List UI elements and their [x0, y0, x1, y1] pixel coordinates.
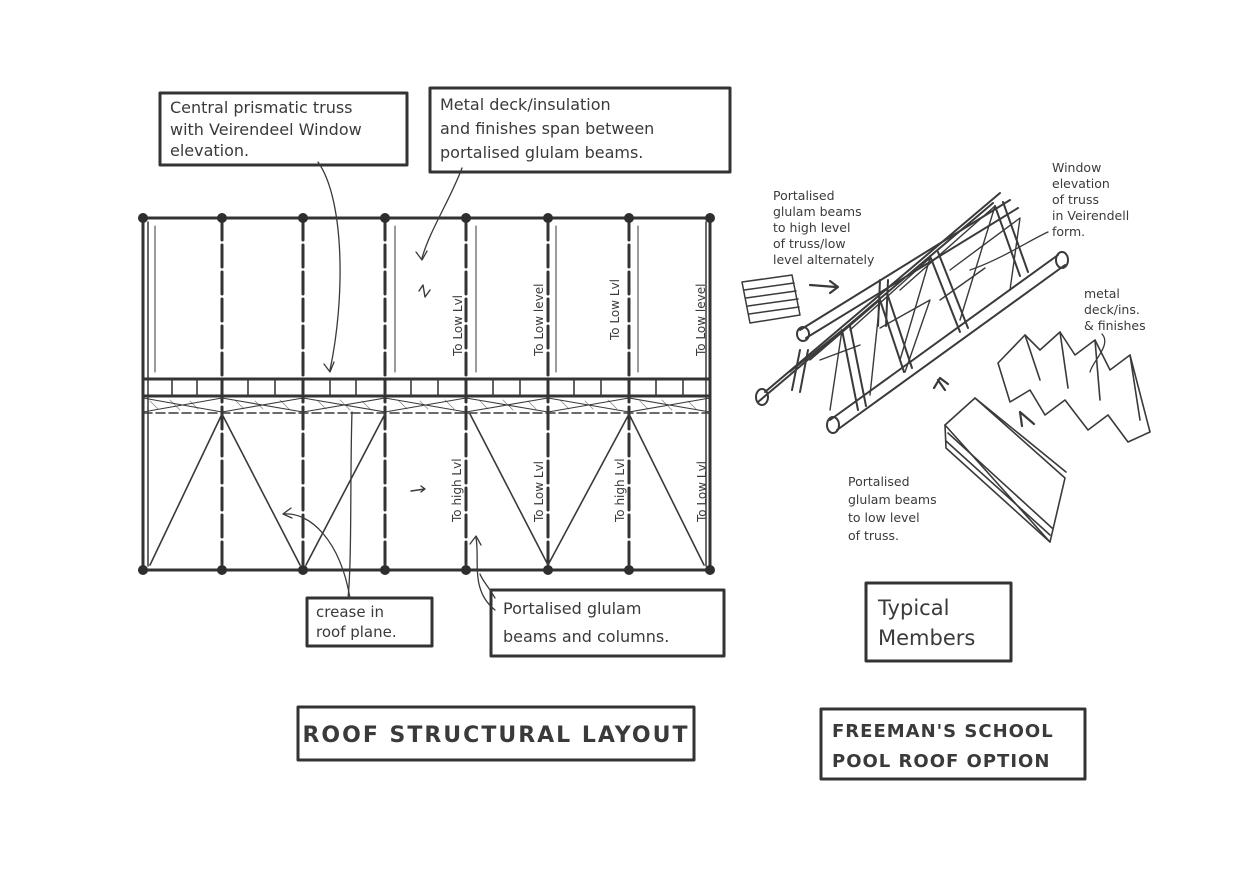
column-markers: [138, 213, 715, 575]
project-title-line-1: FREEMAN'S SCHOOL: [832, 721, 1054, 742]
svg-text:Window elevation o: Window elevation of truss in Veirendell …: [1052, 160, 1133, 239]
member-upper-beams-line-1: Portalised: [773, 188, 835, 203]
portal-beam-lines: [147, 216, 707, 572]
member-window-line-4: in Veirendell: [1052, 208, 1129, 223]
bay-note-lower-2: To Low Lvl: [532, 461, 546, 523]
upper-bay-lines: [154, 225, 639, 373]
member-lower-beams-line-4: of truss.: [848, 528, 899, 543]
leader-window-elevation: [969, 231, 1049, 271]
svg-text:Central prismatic truss: Central prismatic truss with Veirendeel …: [170, 98, 367, 160]
project-title-line-2: POOL ROOF OPTION: [832, 751, 1050, 772]
callout-crease-line-1: crease in: [316, 603, 384, 621]
bay-note-lower-3: To high Lvl: [613, 458, 627, 523]
callout-portalised: Portalised glulam beams and columns.: [469, 535, 726, 658]
svg-text:Typical Members: Typical Members: [877, 596, 975, 650]
svg-text:Portalised glulam beams: Portalised glulam beams to high level of…: [773, 188, 875, 267]
bay-note-upper-4: To Low level: [694, 284, 708, 357]
leader-central-truss: [317, 161, 341, 371]
callout-metal-deck-line-3: portalised glulam beams.: [440, 143, 643, 162]
bay-note-lower-4: To Low Lvl: [695, 461, 709, 523]
svg-text:Portalised glulam beams: Portalised glulam beams to low level of …: [848, 474, 941, 543]
member-upper-beams-line-3: to high level: [773, 220, 850, 235]
plan-title: ROOF STRUCTURAL LAYOUT: [302, 723, 689, 748]
metal-deck-profile: [997, 331, 1151, 443]
roof-plan: [138, 213, 715, 575]
member-upper-beams-line-4: of truss/low: [773, 236, 846, 251]
leader-portalised-a: [475, 537, 496, 611]
upper-bay-notes: To Low Lvl To Low level To Low Lvl To Lo…: [451, 279, 708, 357]
member-label-lower-beams: Portalised glulam beams to low level of …: [848, 474, 941, 543]
svg-text:FREEMAN'S SCHOOL POOL RO: FREEMAN'S SCHOOL POOL ROOF OPTION: [832, 721, 1061, 772]
glulam-beam-upper: [741, 274, 840, 324]
bay-note-upper-3: To Low Lvl: [608, 279, 622, 341]
member-deck-line-2: deck/ins.: [1084, 302, 1140, 317]
glulam-beam-lower: [932, 376, 1067, 543]
member-label-metal-deck: metal deck/ins. & finishes: [1084, 286, 1146, 333]
callout-crease: crease in roof plane.: [282, 411, 434, 648]
member-lower-beams-line-3: to low level: [848, 510, 920, 525]
member-label-upper-beams: Portalised glulam beams to high level of…: [773, 188, 875, 267]
member-window-line-3: of truss: [1052, 192, 1099, 207]
bay-note-upper-2: To Low level: [532, 284, 546, 357]
callout-central-truss: Central prismatic truss with Veirendeel …: [158, 91, 409, 373]
bay-note-upper-1: To Low Lvl: [451, 295, 465, 357]
callout-portalised-line-1: Portalised glulam: [503, 599, 641, 618]
callout-portalised-line-2: beams and columns.: [503, 627, 669, 646]
member-lower-beams-line-1: Portalised: [848, 474, 910, 489]
member-lower-beams-line-2: glulam beams: [848, 492, 937, 507]
svg-text:metal deck/ins. &: metal deck/ins. & finishes: [1084, 286, 1146, 333]
span-arrows: [410, 284, 431, 493]
member-deck-line-3: & finishes: [1084, 318, 1146, 333]
project-title-block: FREEMAN'S SCHOOL POOL ROOF OPTION: [819, 707, 1087, 781]
member-window-line-5: form.: [1052, 224, 1085, 239]
member-upper-beams-line-2: glulam beams: [773, 204, 862, 219]
callout-metal-deck-line-1: Metal deck/insulation: [440, 95, 611, 114]
leader-metal-deck-3d: [1089, 333, 1106, 373]
member-label-window-elevation: Window elevation of truss in Veirendell …: [1052, 160, 1133, 239]
members-title-line-2: Members: [878, 626, 975, 650]
svg-text:crease in roof plane.: crease in roof plane.: [316, 603, 397, 641]
crease-lines: [149, 413, 705, 566]
member-deck-line-1: metal: [1084, 286, 1120, 301]
callout-crease-line-2: roof plane.: [316, 623, 397, 641]
callout-metal-deck-line-2: and finishes span between: [440, 119, 654, 138]
members-title-line-1: Typical: [877, 596, 949, 620]
member-window-line-1: Window: [1052, 160, 1101, 175]
member-upper-beams-line-5: level alternately: [773, 252, 875, 267]
leader-crease-a: [347, 411, 353, 599]
svg-text:Portalised glulam beams: Portalised glulam beams and columns.: [503, 599, 669, 646]
truss-3d-sketch: [741, 192, 1151, 543]
leader-metal-deck: [421, 167, 463, 259]
member-window-line-2: elevation: [1052, 176, 1110, 191]
callout-central-truss-line-2: with Veirendeel Window: [170, 120, 362, 139]
leader-crease-b: [283, 513, 351, 599]
callout-central-truss-line-1: Central prismatic truss: [170, 98, 353, 117]
svg-text:Metal deck/insulation an: Metal deck/insulation and finishes span …: [440, 95, 659, 162]
lower-bay-notes: To high Lvl To Low Lvl To high Lvl To Lo…: [450, 458, 709, 523]
leader-portalised-b: [479, 573, 496, 599]
bay-note-lower-1: To high Lvl: [450, 458, 464, 523]
plan-title-block: ROOF STRUCTURAL LAYOUT: [296, 705, 696, 762]
callout-metal-deck: Metal deck/insulation and finishes span …: [415, 86, 732, 261]
central-truss-band: [141, 377, 712, 414]
callout-central-truss-line-3: elevation.: [170, 141, 249, 160]
plan-outline: [141, 216, 712, 572]
members-title-block: Typical Members: [864, 581, 1013, 663]
